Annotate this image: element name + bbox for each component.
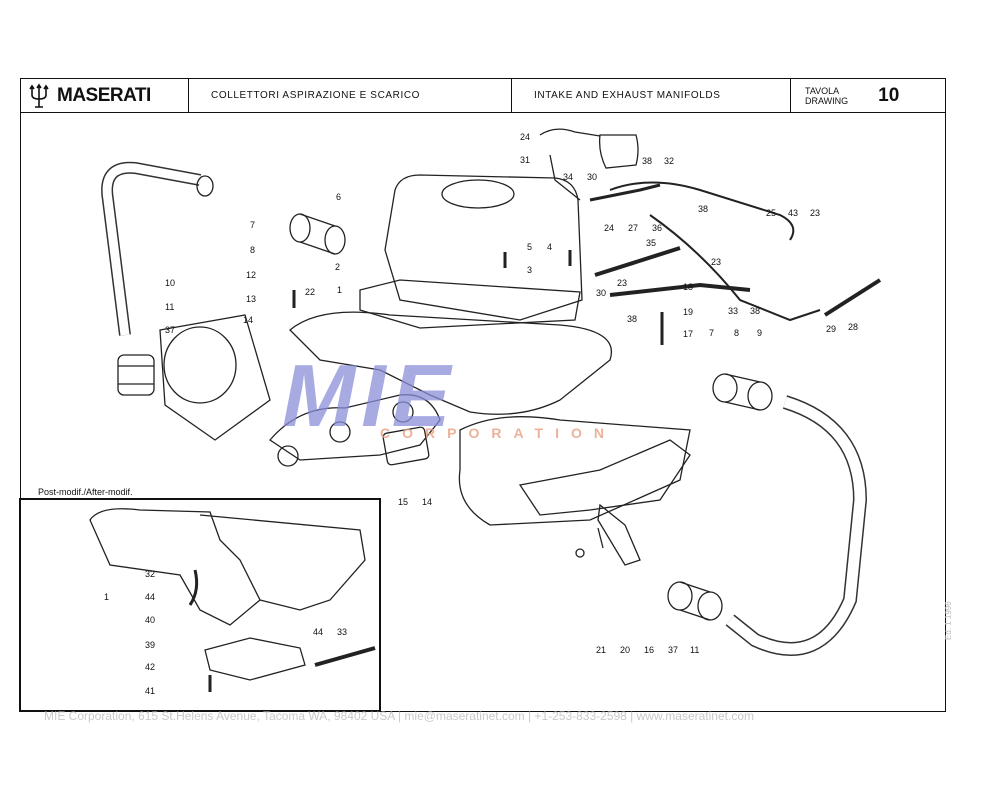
inset-callout-label: 39 — [145, 640, 155, 650]
title-block: MASERATI COLLETTORI ASPIRAZIONE E SCARIC… — [21, 79, 945, 113]
callout-label: 6 — [336, 192, 341, 202]
inset-callout-label: 40 — [145, 615, 155, 625]
callout-label: 28 — [848, 322, 858, 332]
callout-label: 24 — [520, 132, 530, 142]
inset-callout-label: 44 — [145, 592, 155, 602]
callout-labels: 24 31 34 30 38 32 6 5 4 3 7 8 2 1 12 13 … — [104, 132, 858, 696]
trident-icon — [29, 83, 49, 108]
callout-label: 8 — [734, 328, 739, 338]
after-modification-inset — [19, 498, 381, 712]
callout-label: 37 — [668, 645, 678, 655]
inset-callout-label: 44 — [313, 627, 323, 637]
callout-label: 34 — [563, 172, 573, 182]
canister-24 — [598, 134, 639, 169]
callout-label: 33 — [728, 306, 738, 316]
inset-callout-label: 32 — [145, 569, 155, 579]
callout-label: 38 — [750, 306, 760, 316]
callout-label: 24 — [604, 223, 614, 233]
callout-label: 12 — [246, 270, 256, 280]
callout-label: 3 — [527, 265, 532, 275]
callout-label: 32 — [664, 156, 674, 166]
callout-label: 36 — [652, 223, 662, 233]
exhaust-manifold-right — [518, 439, 691, 516]
drawing-label-it: TAVOLA — [805, 85, 840, 96]
callout-label: 30 — [596, 288, 606, 298]
pipe-25 — [609, 181, 795, 241]
callout-label: 5 — [527, 242, 532, 252]
pipe-18 — [609, 282, 751, 297]
clamp-37-left — [117, 354, 155, 396]
callout-label: 10 — [165, 278, 175, 288]
callout-label: 14 — [243, 315, 253, 325]
callout-label: 31 — [520, 155, 530, 165]
callout-label: 43 — [788, 208, 798, 218]
callout-label: 14 — [422, 497, 432, 507]
callout-label: 22 — [305, 287, 315, 297]
callout-label: 23 — [617, 278, 627, 288]
inset-manifold — [89, 508, 261, 626]
callout-label: 35 — [646, 238, 656, 248]
inset-callout-label: 33 — [337, 627, 347, 637]
drawing-number: 10 — [878, 84, 900, 106]
inset-flange-39 — [204, 637, 306, 681]
flange-15 — [382, 426, 430, 466]
pipe-35 — [594, 246, 681, 277]
intake-manifold-1 — [289, 311, 612, 415]
title-italian: COLLETTORI ASPIRAZIONE E SCARICO — [189, 79, 512, 112]
callout-label: 25 — [766, 208, 776, 218]
drawing-number-cell: TAVOLA DRAWING 10 — [791, 79, 945, 112]
callout-label: 17 — [683, 329, 693, 339]
callout-label: 21 — [596, 645, 606, 655]
callout-label: 7 — [250, 220, 255, 230]
inset-callout-label: 41 — [145, 686, 155, 696]
callout-label: 11 — [165, 302, 174, 312]
inset-callout-label: 42 — [145, 662, 155, 672]
brand-cell: MASERATI — [21, 79, 189, 112]
cover-emblem — [441, 179, 515, 209]
callout-label: 13 — [246, 294, 256, 304]
watermark-subtitle: CORPORATION — [380, 425, 616, 441]
inset-callout-label: 1 — [104, 592, 109, 602]
callout-label: 20 — [620, 645, 630, 655]
callout-label: 4 — [547, 242, 552, 252]
part-outlines — [89, 128, 882, 692]
gasket-2 — [359, 279, 581, 329]
drawing-sheet: MASERATI COLLETTORI ASPIRAZIONE E SCARIC… — [20, 78, 946, 712]
inset-pipe-33 — [314, 646, 376, 667]
callout-label: 23 — [810, 208, 820, 218]
callout-label: 7 — [709, 328, 714, 338]
callout-label: 29 — [826, 324, 836, 334]
hose-end — [196, 175, 214, 197]
title-english: INTAKE AND EXHAUST MANIFOLDS — [512, 79, 791, 112]
intake-cover-6 — [384, 174, 583, 321]
callout-label: 23 — [711, 257, 721, 267]
callout-label: 38 — [627, 314, 637, 324]
callout-label: 30 — [587, 172, 597, 182]
callout-label: 2 — [335, 262, 340, 272]
footer-contact: MIE Corporation, 615 St.Helens Avenue, T… — [44, 709, 754, 723]
edition-note: Ed. 1 1996 — [944, 601, 953, 640]
callout-label: 27 — [628, 223, 638, 233]
callout-label: 9 — [757, 328, 762, 338]
callout-label: 1 — [337, 285, 342, 295]
callout-label: 37 — [165, 325, 175, 335]
drawing-label-en: DRAWING — [805, 95, 849, 106]
callout-label: 15 — [398, 497, 408, 507]
head-port-left — [163, 326, 237, 404]
watermark-logo: MIE — [282, 346, 457, 445]
callout-label: 11 — [690, 645, 699, 655]
exhaust-manifold-left — [269, 394, 441, 461]
pipe-24 — [539, 128, 601, 137]
callout-label: 8 — [250, 245, 255, 255]
callout-label: 38 — [698, 204, 708, 214]
brand-logo: MASERATI — [57, 84, 151, 106]
callout-label: 16 — [644, 645, 654, 655]
callout-label: 38 — [642, 156, 652, 166]
callout-label: 19 — [683, 307, 693, 317]
pipe-28 — [823, 278, 882, 317]
callout-label: 18 — [683, 282, 693, 292]
inset-label: Post-modif./After-modif. — [38, 487, 133, 497]
